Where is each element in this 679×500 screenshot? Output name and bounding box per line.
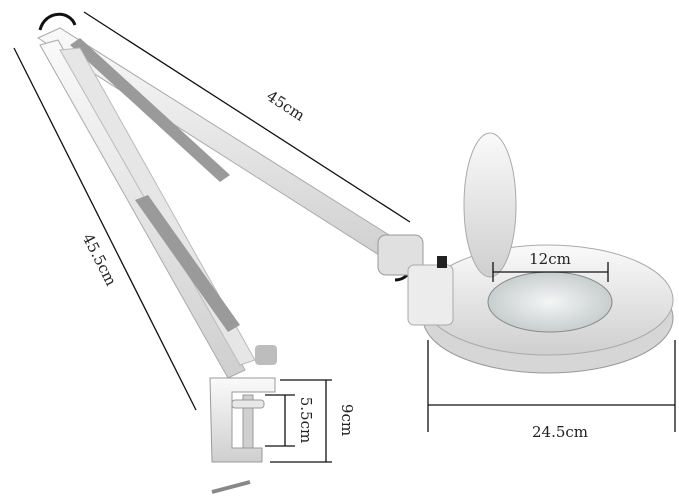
label-clamp-height: 9cm [338,404,356,436]
dim-line-lower-arm [13,47,197,411]
dim-line-upper-arm [83,11,411,223]
label-lens-diameter: 12cm [529,250,571,268]
desk-clamp [209,377,276,463]
lamp-neck [407,264,454,326]
label-arm-upper: 45cm [263,87,308,125]
power-switch[interactable] [437,256,447,268]
label-clamp-opening: 5.5cm [297,397,315,443]
label-arm-lower: 45.5cm [79,231,120,289]
label-base-diameter: 24.5cm [532,423,588,441]
clamp-handle [211,480,251,494]
clamp-pad [231,399,265,409]
lower-spring [135,195,240,332]
power-cable [38,12,77,31]
tension-knob [255,345,277,365]
upper-spring [70,38,230,182]
dimension-lines [13,11,676,463]
lens-cover[interactable] [463,132,517,278]
clamp-screw [242,394,254,449]
magnifier-lens [487,271,613,333]
